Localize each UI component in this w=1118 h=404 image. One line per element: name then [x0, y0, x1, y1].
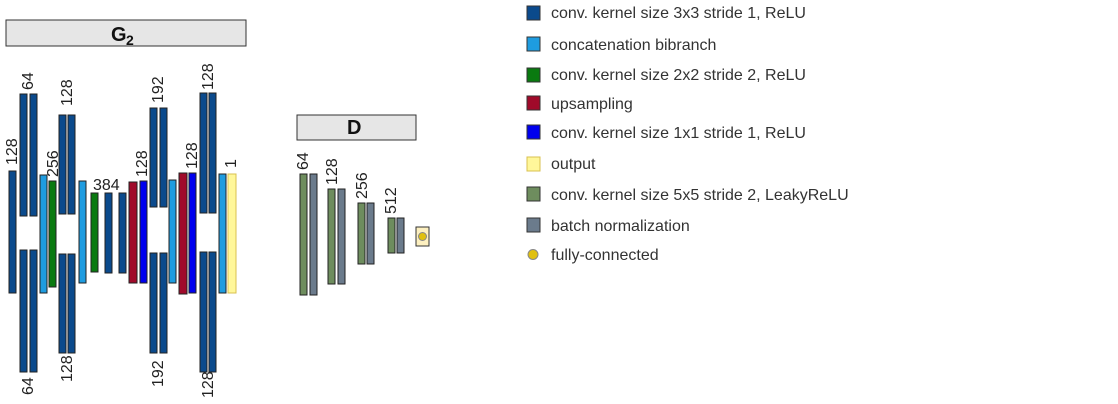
gen-downsample-layer-1	[48, 180, 57, 288]
legend-swatch-conv3x3	[526, 5, 541, 21]
gen-pointwise-conv-layer-1	[139, 180, 148, 284]
gen-bottom-conv-layer-2	[29, 249, 38, 373]
gen-top-conv-layer-2	[29, 93, 38, 217]
generator-network	[8, 92, 237, 373]
gen-upsample-layer-1	[128, 181, 138, 284]
label-top-64: 64	[20, 72, 37, 90]
label-384: 384	[93, 177, 120, 194]
disc-conv-layer-3	[357, 202, 366, 265]
legend-item-output: output	[526, 156, 596, 173]
gen-concat-layer-2	[78, 180, 87, 284]
gen-concat-layer-1	[39, 174, 48, 294]
legend-item-conv2x2: conv. kernel size 2x2 stride 2, ReLU	[526, 67, 806, 84]
gen-bottom-conv-layer-3	[58, 253, 67, 354]
discriminator-labels: 64 128 256 512	[295, 152, 400, 214]
label-bottom-128: 128	[59, 355, 76, 382]
label-128-mid: 128	[134, 150, 151, 177]
legend-item-batchnorm: batch normalization	[526, 217, 690, 235]
legend-item-conv3x3: conv. kernel size 3x3 stride 1, ReLU	[526, 5, 806, 22]
generator-title: G	[111, 24, 127, 46]
disc-conv-layer-1	[299, 173, 308, 296]
legend-item-conv1x1: conv. kernel size 1x1 stride 1, ReLU	[526, 124, 806, 142]
label-1: 1	[223, 159, 240, 168]
disc-batchnorm-layer-1	[309, 173, 318, 296]
discriminator-title: D	[347, 117, 361, 139]
gen-bottom-conv-layer-8	[208, 251, 217, 373]
label-128-top: 128	[200, 63, 217, 90]
label-d-512: 512	[383, 187, 400, 214]
gen-bottom-conv-layer-1	[19, 249, 28, 373]
legend-label-conv3x3: conv. kernel size 3x3 stride 1, ReLU	[551, 5, 806, 22]
disc-fully-connected	[418, 232, 427, 241]
legend-label-fully-connected: fully-connected	[551, 247, 659, 264]
legend-label-conv2x2: conv. kernel size 2x2 stride 2, ReLU	[551, 67, 806, 84]
generator-title-subscript: 2	[126, 32, 134, 48]
gen-top-conv-layer-3	[58, 114, 67, 215]
gen-pointwise-conv-layer-2	[188, 172, 197, 294]
legend-item-concat: concatenation bibranch	[526, 36, 716, 54]
label-128-mid2: 128	[184, 142, 201, 169]
label-d-64: 64	[295, 152, 312, 170]
legend-swatch-batchnorm	[526, 217, 541, 233]
label-d-128: 128	[324, 158, 341, 185]
gen-bottom-conv-layer-5	[149, 252, 158, 354]
gen-output-layer	[227, 173, 237, 294]
generator-labels: 64 128 128 256 384 192 128 128 128 1 64 …	[4, 63, 240, 398]
gen-bottom-conv-layer-6	[159, 252, 168, 354]
disc-conv-layer-4	[387, 217, 396, 254]
legend-label-upsampling: upsampling	[551, 96, 633, 113]
generator-title-box: G 2	[5, 19, 247, 48]
legend-swatch-conv1x1	[526, 124, 541, 140]
label-bottom-128-right: 128	[200, 371, 217, 398]
discriminator-title-box: D	[296, 114, 417, 141]
legend-label-conv5x5: conv. kernel size 5x5 stride 2, LeakyReL…	[551, 187, 849, 204]
legend-item-upsampling: upsampling	[526, 95, 633, 113]
disc-batchnorm-layer-2	[337, 188, 346, 285]
disc-batchnorm-layer-3	[366, 202, 375, 265]
legend-item-conv5x5: conv. kernel size 5x5 stride 2, LeakyReL…	[526, 186, 849, 204]
gen-upsample-layer-2	[178, 172, 188, 295]
legend-swatch-upsampling	[526, 95, 541, 111]
gen-bottom-conv-layer-7	[199, 251, 208, 373]
label-small-128: 128	[59, 79, 76, 106]
disc-conv-layer-2	[327, 188, 336, 285]
gen-bottom-conv-layer-4	[67, 253, 76, 354]
label-bottom-64: 64	[20, 377, 37, 395]
label-d-256: 256	[354, 172, 371, 199]
gen-top-conv-layer-6	[159, 107, 168, 208]
gen-bottleneck-conv-layer-1	[104, 192, 113, 274]
gen-concat-layer-4	[218, 173, 227, 294]
gen-top-conv-layer-7	[199, 92, 208, 214]
gen-bottleneck-conv-layer-2	[118, 192, 127, 274]
gen-downsample-layer-2	[90, 192, 99, 273]
legend-label-output: output	[551, 156, 596, 173]
legend: conv. kernel size 3x3 stride 1, ReLU con…	[526, 5, 849, 264]
label-bottom-192: 192	[150, 360, 167, 387]
gen-top-conv-layer-8	[208, 92, 217, 214]
discriminator-network	[299, 173, 430, 296]
legend-item-fully-connected: fully-connected	[527, 247, 659, 264]
label-left-128: 128	[4, 138, 21, 165]
legend-swatch-conv5x5	[526, 186, 541, 202]
legend-swatch-output	[526, 156, 541, 172]
legend-label-concat: concatenation bibranch	[551, 37, 716, 54]
disc-batchnorm-layer-4	[396, 217, 405, 254]
legend-label-batchnorm: batch normalization	[551, 218, 690, 235]
gen-top-conv-layer-1	[19, 93, 28, 217]
gen-top-conv-layer-5	[149, 107, 158, 208]
legend-swatch-fully-connected	[527, 249, 539, 260]
gen-concat-layer-3	[168, 179, 177, 284]
legend-swatch-conv2x2	[526, 67, 541, 83]
gen-top-conv-layer-4	[67, 114, 76, 215]
legend-swatch-concat	[526, 36, 541, 52]
gen-input-conv-layer	[8, 170, 17, 294]
legend-label-conv1x1: conv. kernel size 1x1 stride 1, ReLU	[551, 125, 806, 142]
label-192-top: 192	[150, 76, 167, 103]
label-256: 256	[45, 150, 62, 177]
